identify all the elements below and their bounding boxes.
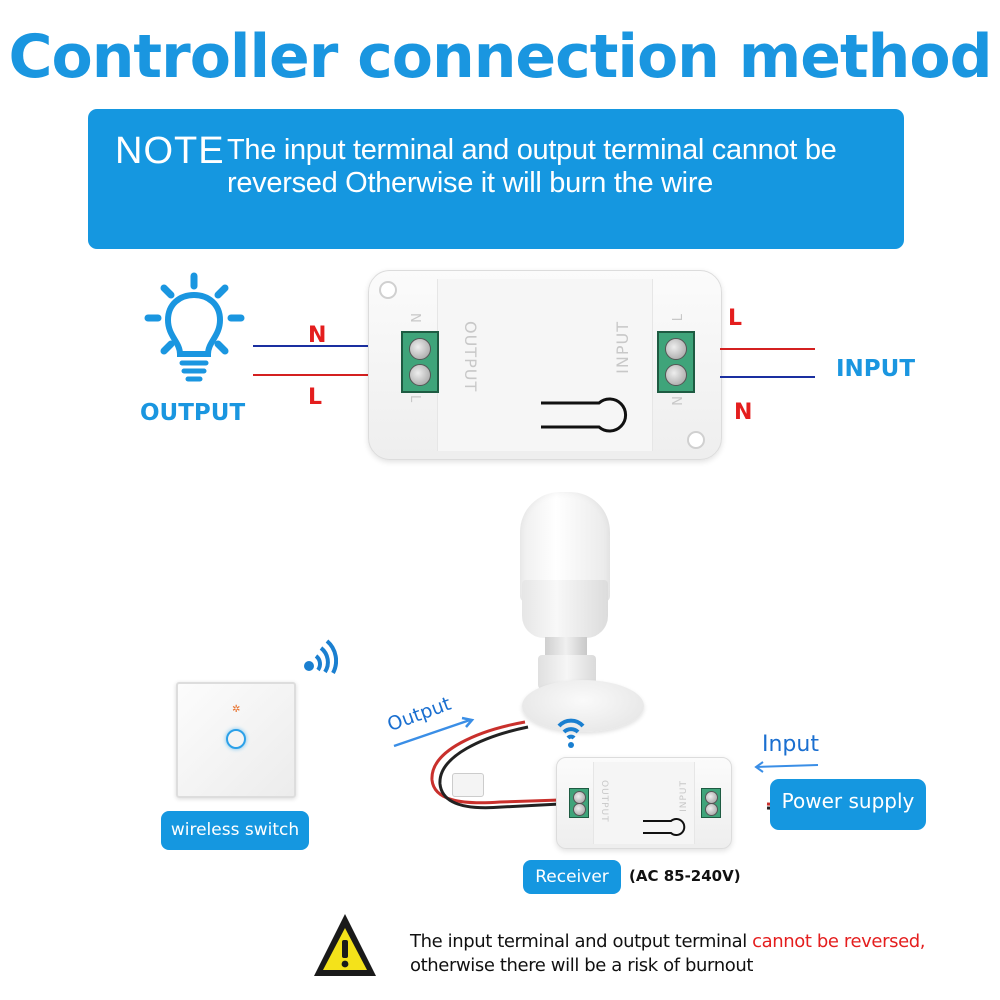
receiver-module: OUTPUT INPUT <box>556 757 732 849</box>
terminal-right-n: N <box>671 395 686 406</box>
touch-button[interactable] <box>226 729 246 749</box>
wifi-signal-icon <box>304 639 338 674</box>
module-input-text: INPUT <box>613 321 632 374</box>
note-tag: NOTE <box>115 130 225 172</box>
page-title: Controller connection method <box>8 22 992 92</box>
wire-connector <box>452 773 484 797</box>
input-arrow-label: Input <box>762 732 819 757</box>
receiver-keyhole-icon <box>643 818 686 836</box>
wireless-switch-label: wireless switch <box>161 811 309 850</box>
keyhole-icon <box>541 397 628 433</box>
warning-text: The input terminal and output terminal c… <box>410 930 925 978</box>
warning-text-after: otherwise there will be a risk of burnou… <box>410 955 754 976</box>
bulb-socket-thread <box>545 637 587 657</box>
live-wire-left <box>253 374 368 376</box>
right-wire-label-l: L <box>728 306 743 331</box>
indicator-light-icon: ✲ <box>232 704 241 715</box>
terminal-left-l: L <box>407 395 422 404</box>
screw-icon <box>573 803 586 816</box>
mount-hole-bottom-right <box>687 431 705 449</box>
module-cover <box>437 279 653 451</box>
warning-icon <box>314 914 376 976</box>
receiver-input-text: INPUT <box>679 780 689 812</box>
note-box <box>88 109 904 249</box>
receiver-output-terminal <box>569 788 589 818</box>
output-arrow-icon <box>393 716 475 748</box>
voltage-label: (AC 85-240V) <box>629 867 741 885</box>
left-wire-label-l: L <box>308 385 323 410</box>
bulb-base <box>522 580 608 638</box>
output-label: OUTPUT <box>140 400 246 426</box>
screw-icon <box>409 338 431 360</box>
warning-text-before: The input terminal and output terminal <box>410 931 753 952</box>
controller-module: N L OUTPUT INPUT L N <box>368 270 722 460</box>
warning-text-red: cannot be reversed, <box>752 931 926 952</box>
wireless-switch-panel: ✲ <box>176 682 296 798</box>
right-wire-label-n: N <box>734 400 753 425</box>
wifi-receiver-icon <box>557 718 585 748</box>
terminal-right-l: L <box>671 313 686 322</box>
screw-icon <box>665 338 687 360</box>
terminal-left-n: N <box>407 313 422 324</box>
live-wire-right <box>720 348 815 350</box>
receiver-output-text: OUTPUT <box>599 780 609 823</box>
mount-hole-top-left <box>379 281 397 299</box>
screw-icon <box>665 364 687 386</box>
screw-icon <box>705 803 718 816</box>
screw-icon <box>409 364 431 386</box>
note-text: The input terminal and output terminal c… <box>227 134 837 199</box>
neutral-wire-right <box>720 376 815 378</box>
left-wire-label-n: N <box>308 323 327 348</box>
input-terminal-block <box>657 331 695 393</box>
receiver-label: Receiver <box>523 860 621 894</box>
input-arrow-icon <box>754 761 819 773</box>
receiver-input-terminal <box>701 788 721 818</box>
power-supply-label: Power supply <box>770 779 926 830</box>
module-output-text: OUTPUT <box>461 321 480 393</box>
output-terminal-block <box>401 331 439 393</box>
input-label: INPUT <box>836 356 916 382</box>
receiver-cover <box>593 762 695 844</box>
neutral-wire-left <box>253 345 368 347</box>
light-bulb-icon <box>144 272 245 382</box>
